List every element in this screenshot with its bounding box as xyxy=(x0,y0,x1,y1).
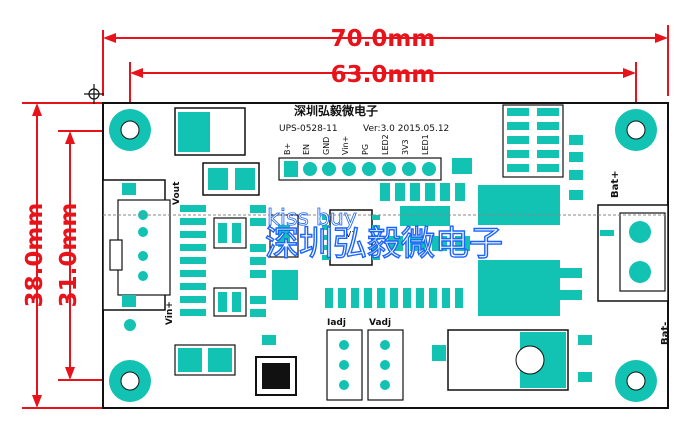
dimension-lines xyxy=(22,25,669,409)
watermark-text: 深圳弘毅微电子 xyxy=(265,224,503,264)
pin-label: B+ xyxy=(283,143,292,155)
mounting-hole-top-right xyxy=(615,109,657,151)
capacitor-bottom-left xyxy=(174,344,236,376)
bat-plus-label: Bat+ xyxy=(610,170,621,198)
hole-height-label: 31.0mm xyxy=(56,203,82,308)
usb-connector xyxy=(102,179,171,331)
maker-label: 深圳弘毅微电子 xyxy=(294,103,378,118)
smd-array-top xyxy=(380,158,472,251)
pin-label: GND xyxy=(322,137,331,155)
v1-label: V1 xyxy=(346,230,357,239)
smd-row-bottom xyxy=(325,288,463,308)
top-left-inductor xyxy=(174,107,246,156)
vout-label: Vout xyxy=(172,181,182,205)
pin-label: Vin+ xyxy=(341,136,350,155)
inductor-bottom-right xyxy=(432,329,592,391)
right-chip-column xyxy=(502,104,583,200)
vin-label: Vin+ xyxy=(165,301,175,325)
total-height-label: 38.0mm xyxy=(22,203,48,308)
vadj-label: Vadj xyxy=(369,318,391,328)
pin-label: EN xyxy=(302,144,311,155)
total-width-label: 70.0mm xyxy=(331,26,436,52)
origin-crosshair-icon xyxy=(84,84,104,104)
dimension-arrows xyxy=(32,33,668,408)
pin-labels: B+ EN GND Vin+ PG LED2 3V3 LED1 xyxy=(283,134,430,155)
pin-label: 3V3 xyxy=(401,139,410,155)
watermark-shop: kiss buy xyxy=(267,206,357,231)
capacitor-c1 xyxy=(202,162,260,196)
model-label: UPS-0528-11 xyxy=(279,124,338,134)
smd-array-left xyxy=(180,205,206,316)
led-button xyxy=(255,335,297,396)
watermark: kiss buy 深圳弘毅微电子 xyxy=(103,206,668,265)
potentiometer-vadj xyxy=(367,329,404,401)
bat-minus-label: Bat- xyxy=(660,322,671,345)
ic-dual-left xyxy=(213,217,247,317)
mounting-hole-bottom-right xyxy=(615,360,657,402)
potentiometer-iadj xyxy=(326,329,363,401)
mosfet xyxy=(478,185,582,316)
pin-label: PG xyxy=(361,144,370,155)
pin-label: LED1 xyxy=(421,134,430,155)
hole-width-label: 63.0mm xyxy=(331,62,436,88)
main-ic xyxy=(322,209,380,266)
mounting-hole-bottom-left xyxy=(109,360,151,402)
version-label: Ver:3.0 2015.05.12 xyxy=(363,124,449,134)
iadj-label: Iadj xyxy=(327,318,346,328)
transistor-ic xyxy=(269,214,299,300)
battery-connector xyxy=(597,204,669,302)
smd-array-mid xyxy=(250,205,266,317)
pin-label: LED2 xyxy=(381,134,390,155)
pin-header xyxy=(278,157,442,181)
mounting-holes xyxy=(109,109,657,402)
mounting-hole-top-left xyxy=(109,109,151,151)
